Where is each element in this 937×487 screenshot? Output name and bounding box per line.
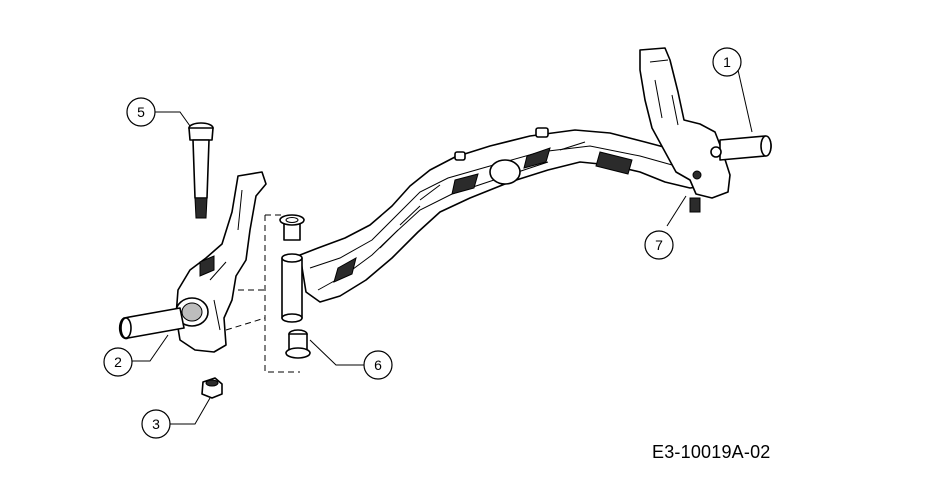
callout-2: 2 xyxy=(103,347,133,377)
axle-beam xyxy=(299,127,716,303)
callout-7-label: 7 xyxy=(655,237,663,253)
callout-3: 3 xyxy=(141,409,171,439)
lock-nut xyxy=(201,377,223,399)
right-spindle-assembly xyxy=(639,47,772,213)
callout-1-label: 1 xyxy=(723,54,731,70)
callout-5: 5 xyxy=(126,97,156,127)
callout-1: 1 xyxy=(712,47,742,77)
callout-7: 7 xyxy=(644,230,674,260)
drawing-code: E3-10019A-02 xyxy=(652,442,771,462)
upper-bushing xyxy=(279,214,305,241)
callout-6-label: 6 xyxy=(374,357,382,373)
callout-5-label: 5 xyxy=(137,104,145,120)
leader-lines xyxy=(132,69,753,425)
left-spindle-knuckle xyxy=(118,171,267,353)
callout-3-label: 3 xyxy=(152,416,160,432)
pivot-tube xyxy=(281,253,303,323)
kingpin-bolt xyxy=(188,122,214,219)
callout-2-label: 2 xyxy=(114,354,122,370)
callout-6: 6 xyxy=(363,350,393,380)
lower-bushing xyxy=(285,329,311,359)
